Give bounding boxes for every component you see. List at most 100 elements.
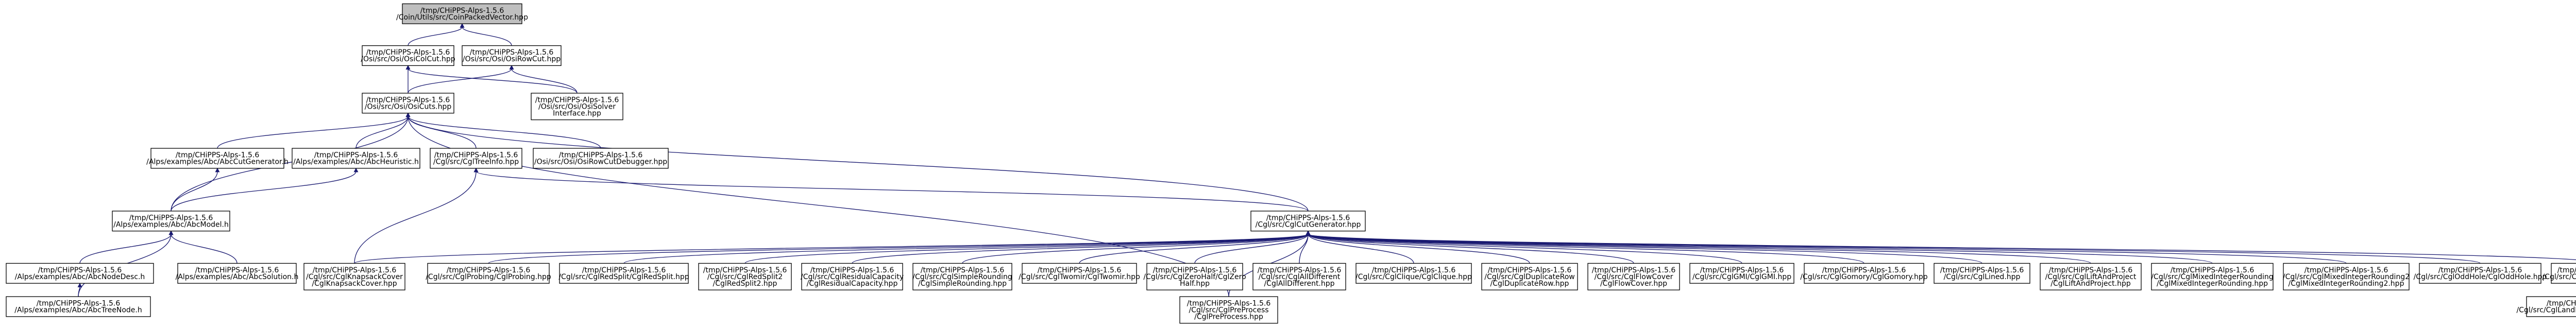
edge-abctreenode-to-abcnodedesc [77,283,82,297]
edge-knapsack-to-cglcutgen [354,230,1311,264]
node-box [531,93,623,120]
node-mixedintrounding[interactable]: /tmp/CHiPPS-Alps-1.5.6/Cgl/src/CglMixedI… [2151,263,2274,290]
edge-line [171,116,409,211]
node-label-line: /tmp/CHiPPS-Alps-1.5.6 [2557,266,2576,274]
node-osirowcutdbg[interactable]: /tmp/CHiPPS-Alps-1.5.6/Osi/src/Osi/OsiRo… [533,148,669,169]
node-osicuts[interactable]: /tmp/CHiPPS-Alps-1.5.6/Osi/src/Osi/OsiCu… [362,93,454,114]
node-label-line: Half.hpp [1180,280,1210,288]
node-box [402,3,522,24]
edge-line [408,68,512,94]
node-label-line: /Cgl/src/CglLandP/CglLandP.hpp [2542,273,2576,281]
node-mixedintrounding2[interactable]: /tmp/CHiPPS-Alps-1.5.6/Cgl/src/CglMixedI… [2283,263,2410,290]
arrowhead-icon [77,283,82,287]
edge-line [79,234,172,264]
node-label-line: /Cgl/src/CglOddHole/CglOddHole.hpp [2414,273,2547,281]
node-cgltreeinfo[interactable]: /tmp/CHiPPS-Alps-1.5.6/Cgl/src/CglTreeIn… [430,148,522,169]
node-label-line: /Cgl/src/CglAllDifferent [1259,273,1341,281]
node-redsplit2[interactable]: /tmp/CHiPPS-Alps-1.5.6/Cgl/src/CglRedSpl… [698,263,792,290]
node-label-line: /tmp/CHiPPS-Alps-1.5.6 [313,266,397,274]
node-label-line: /tmp/CHiPPS-Alps-1.5.6 [38,266,122,274]
node-landp[interactable]: /tmp/CHiPPS-Alps-1.5.6/Cgl/src/CglLandP/… [2542,263,2576,284]
node-label-line: /tmp/CHiPPS-Alps-1.5.6 [1372,266,1456,274]
node-label-line: /tmp/CHiPPS-Alps-1.5.6 [366,48,450,57]
graph-nodes: /tmp/CHiPPS-Alps-1.5.6/Coin/Utils/src/Co… [6,3,2576,324]
edge-line [1308,234,1530,264]
node-twomir[interactable]: /tmp/CHiPPS-Alps-1.5.6/Cgl/src/CglTwomir… [1019,263,1140,284]
node-box [462,45,562,66]
node-label-line: /Cgl/src/CglRedSplit2 [707,273,783,281]
node-residual[interactable]: /tmp/CHiPPS-Alps-1.5.6/Cgl/src/CglResidu… [801,263,904,290]
node-abccutgen[interactable]: /tmp/CHiPPS-Alps-1.5.6/Alps/examples/Abc… [146,148,289,169]
node-cglcutgen[interactable]: /tmp/CHiPPS-Alps-1.5.6/Cgl/src/CglCutGen… [1250,211,1366,232]
node-osisolver[interactable]: /tmp/CHiPPS-Alps-1.5.6/Osi/src/Osi/OsiSo… [531,93,623,120]
arrowhead-icon [460,23,465,28]
node-label-line: /CglResidualCapacity.hpp [807,280,898,288]
edge-osisolver-to-osirowcut [509,65,578,94]
node-label-line: /Osi/src/Osi/OsiRowCut.hpp [463,55,561,63]
node-root[interactable]: /tmp/CHiPPS-Alps-1.5.6/Coin/Utils/src/Co… [396,3,528,24]
graph-edges [77,23,2576,297]
node-label-line: /Osi/src/Osi/OsiColCut.hpp [361,55,455,63]
edge-osicuts-to-osicut [405,65,411,93]
node-label-line: /Alps/examples/Abc/AbcSolution.h [176,273,299,281]
edge-zerohalf-to-cglcutgen [1194,230,1311,264]
node-knapsack[interactable]: /tmp/CHiPPS-Alps-1.5.6/Cgl/src/CglKnapsa… [303,263,405,290]
node-label-line: /Osi/src/Osi/OsiSolver [538,102,616,111]
edge-line [354,171,477,264]
node-box [362,45,454,66]
node-box [698,263,792,290]
node-label-line: /Alps/examples/Abc/AbcCutGenerator.h [146,158,289,166]
edge-line [408,116,601,149]
node-liftandproject[interactable]: /tmp/CHiPPS-Alps-1.5.6/Cgl/src/CglLiftAn… [2040,263,2142,290]
node-label-line: /Cgl/src/CglSimpleRounding [912,273,1012,281]
node-label-line: /Cgl/src/CglDuplicateRow [1484,273,1575,281]
node-label-line: /Osi/src/Osi/OsiRowCutDebugger.hpp [534,158,667,166]
node-preprocess[interactable]: /tmp/CHiPPS-Alps-1.5.6/Cgl/src/CglPrePro… [1179,296,1278,324]
node-box [2040,263,2142,290]
node-box [1250,211,1366,232]
node-box [559,263,689,284]
node-label-line: /CglMixedIntegerRounding.hpp [2157,280,2268,288]
node-label-line: /tmp/CHiPPS-Alps-1.5.6 [2049,266,2133,274]
node-landpsimplex[interactable]: /tmp/CHiPPS-Alps-1.5.6/Cgl/src/CglLandP/… [2516,296,2576,317]
node-box [112,211,230,232]
edge-abcmodel-to-abcheur [171,167,359,212]
node-oddhole[interactable]: /tmp/CHiPPS-Alps-1.5.6/Cgl/src/CglOddHol… [2414,263,2547,284]
node-redsplit[interactable]: /tmp/CHiPPS-Alps-1.5.6/Cgl/src/CglRedSpl… [558,263,689,284]
node-label-line: /Alps/examples/Abc/AbcHeuristic.h [293,158,419,166]
node-simplerounding[interactable]: /tmp/CHiPPS-Alps-1.5.6/Cgl/src/CglSimple… [912,263,1012,290]
node-label-line: /tmp/CHiPPS-Alps-1.5.6 [1700,266,1784,274]
node-abctreenode[interactable]: /tmp/CHiPPS-Alps-1.5.6/Alps/examples/Abc… [6,296,151,317]
node-label-line: /tmp/CHiPPS-Alps-1.5.6 [1153,266,1237,274]
node-probing[interactable]: /tmp/CHiPPS-Alps-1.5.6/Cgl/src/CglProbin… [426,263,551,284]
node-clique[interactable]: /tmp/CHiPPS-Alps-1.5.6/Cgl/src/CglClique… [1355,263,1472,284]
node-allDifferent[interactable]: /tmp/CHiPPS-Alps-1.5.6/Cgl/src/CglAllDif… [1252,263,1346,290]
node-abcmodel[interactable]: /tmp/CHiPPS-Alps-1.5.6/Alps/examples/Abc… [112,211,230,232]
node-zerohalf[interactable]: /tmp/CHiPPS-Alps-1.5.6/Cgl/src/CglZeroHa… [1143,263,1246,290]
node-abcsolution[interactable]: /tmp/CHiPPS-Alps-1.5.6/Alps/examples/Abc… [176,263,299,284]
node-label-line: /CglRedSplit2.hpp [713,280,777,288]
edge-line [1194,234,1309,264]
node-gmi[interactable]: /tmp/CHiPPS-Alps-1.5.6/Cgl/src/CglGMI/Cg… [1689,263,1794,284]
edge-line [171,234,238,264]
node-label-line: /tmp/CHiPPS-Alps-1.5.6 [447,266,531,274]
node-label-line: /tmp/CHiPPS-Alps-1.5.6 [810,266,894,274]
arrowhead-icon [405,65,411,70]
node-label-line: /tmp/CHiPPS-Alps-1.5.6 [420,7,504,15]
edge-twomir-to-cglcutgen [1079,230,1311,264]
node-lined[interactable]: /tmp/CHiPPS-Alps-1.5.6/Cgl/src/CglLined.… [1934,263,2030,284]
node-label-line: /tmp/CHiPPS-Alps-1.5.6 [314,151,398,159]
node-abcheur[interactable]: /tmp/CHiPPS-Alps-1.5.6/Alps/examples/Abc… [292,148,420,169]
node-label-line: /Cgl/src/CglClique/CglClique.hpp [1355,273,1472,281]
node-abcnodedesc[interactable]: /tmp/CHiPPS-Alps-1.5.6/Alps/examples/Abc… [6,263,154,284]
arrowhead-icon [1306,230,1311,235]
edge-line [852,234,1309,264]
node-flowcover[interactable]: /tmp/CHiPPS-Alps-1.5.6/Cgl/src/CglFlowCo… [1587,263,1680,290]
node-label-line: /tmp/CHiPPS-Alps-1.5.6 [582,266,666,274]
edge-landp-to-cglcutgen [1306,230,2576,261]
node-osirowcut[interactable]: /tmp/CHiPPS-Alps-1.5.6/Osi/src/Osi/OsiRo… [462,45,562,66]
node-duplicaterow[interactable]: /tmp/CHiPPS-Alps-1.5.6/Cgl/src/CglDuplic… [1481,263,1578,290]
node-osicut[interactable]: /tmp/CHiPPS-Alps-1.5.6/Osi/src/Osi/OsiCo… [361,45,455,66]
node-label-line: /Cgl/src/CglLandP/CglLandPSimplex.hpp [2516,306,2576,314]
node-gomory[interactable]: /tmp/CHiPPS-Alps-1.5.6/Cgl/src/CglGomory… [1800,263,1928,284]
